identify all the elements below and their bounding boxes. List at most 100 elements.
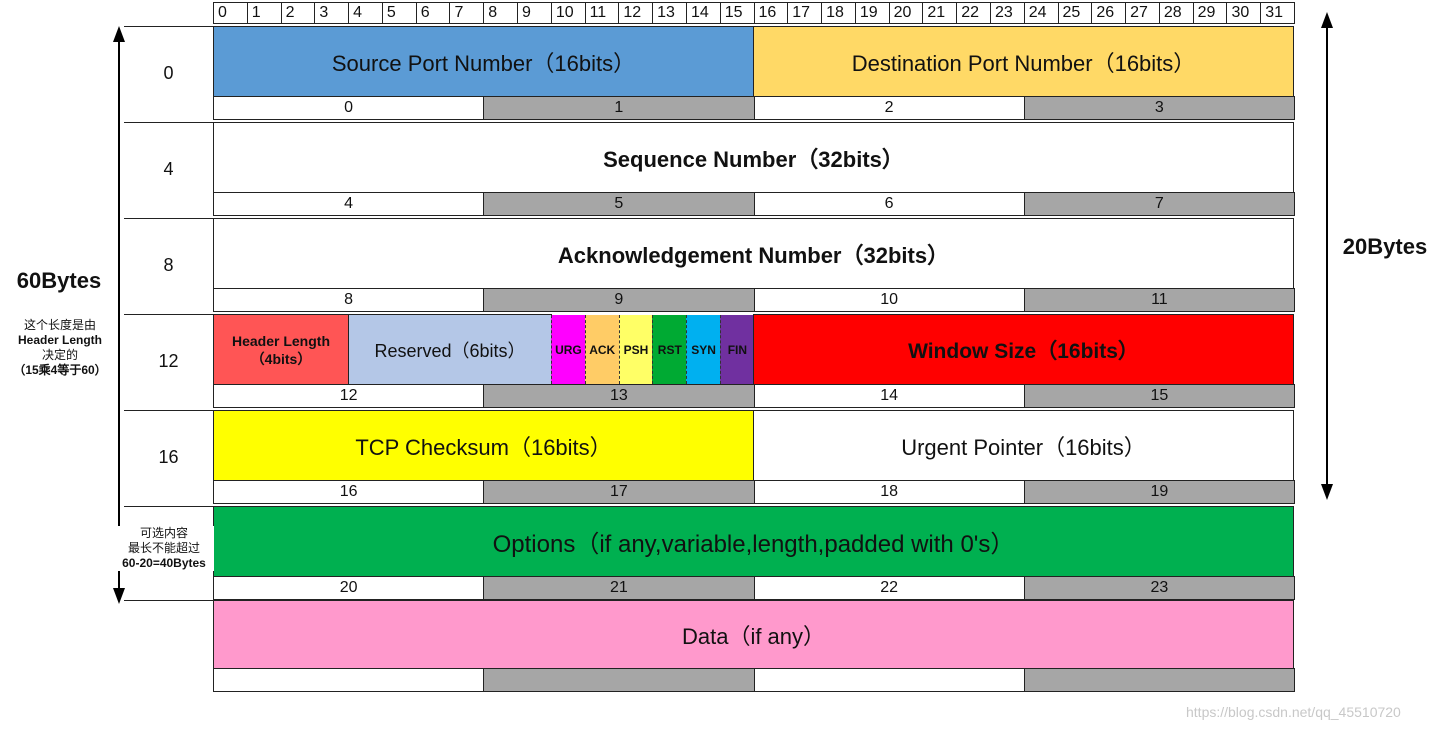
byte-index-cell [753, 668, 1025, 692]
byte-index-cell: 0 [213, 96, 485, 120]
byte-index-cell: 22 [753, 576, 1025, 600]
row-offset: 4 [163, 159, 174, 179]
byte-index-cell: 17 [483, 480, 755, 504]
byte-index-cell: 23 [1023, 576, 1295, 600]
left-title: 60Bytes [4, 266, 114, 296]
row-offset: 8 [163, 255, 174, 275]
dest-port-label: Destination Port Number（16bits） [851, 50, 1196, 76]
options-field: Options（if any,variable,length,padded wi… [213, 506, 1294, 577]
reserved-field: Reserved（6bits） [348, 314, 552, 385]
sequence-number-field: Sequence Number（32bits） [213, 122, 1294, 193]
byte-index-cell: 15 [1023, 384, 1295, 408]
bit-number: 4 [348, 2, 383, 24]
byte-index-cell: 10 [753, 288, 1025, 312]
header-length-note: 这个长度是由 Header Length 决定的 （15乘4等于60） [4, 318, 116, 378]
bit-number: 19 [854, 2, 890, 24]
byte-index-cell: 8 [213, 288, 485, 312]
header-length-bits: （4bits） [250, 350, 312, 367]
byte-index-cell: 11 [1023, 288, 1295, 312]
byte-index-cell: 14 [753, 384, 1025, 408]
options-note-line-3: 60-20=40Bytes [122, 556, 206, 570]
right-title: 20Bytes [1332, 234, 1438, 260]
data-field: Data（if any） [213, 600, 1294, 669]
options-note: 可选内容 最长不能超过 60-20=40Bytes [114, 526, 214, 571]
bit-number: 12 [618, 2, 654, 24]
bit-number: 29 [1192, 2, 1228, 24]
left-arrow [113, 26, 125, 604]
urgent-pointer-label: Urgent Pointer（16bits） [901, 434, 1146, 460]
row-divider [124, 26, 214, 27]
bit-number: 27 [1125, 2, 1160, 24]
row-offset: 0 [163, 63, 174, 83]
bit-number: 25 [1057, 2, 1093, 24]
byte-index-cell: 19 [1023, 480, 1295, 504]
bit-number: 30 [1226, 2, 1262, 24]
options-note-line-1: 可选内容 [139, 526, 188, 540]
checksum-field: TCP Checksum（16bits） [213, 410, 754, 481]
row-divider [124, 122, 214, 123]
byte-index-cell: 20 [213, 576, 485, 600]
byte-index-cell: 4 [213, 192, 485, 216]
flag-fin: FIN [720, 315, 754, 384]
options-label: Options（if any,variable,length,padded wi… [492, 531, 1015, 558]
urgent-pointer-field: Urgent Pointer（16bits） [753, 410, 1294, 481]
ack-number-field: Acknowledgement Number（32bits） [213, 218, 1294, 289]
byte-index-cell [1023, 668, 1295, 692]
ack-number-label: Acknowledgement Number（32bits） [557, 242, 950, 268]
bit-number: 5 [381, 2, 417, 24]
row-offset: 16 [158, 447, 179, 467]
bit-number: 10 [550, 2, 586, 24]
bit-number: 23 [989, 2, 1025, 24]
byte-index-cell: 7 [1023, 192, 1295, 216]
flag-syn: SYN [686, 315, 720, 384]
bit-number: 11 [584, 2, 620, 24]
flag-rst: RST [652, 315, 687, 384]
flag-psh: PSH [618, 315, 653, 384]
source-port-label: Source Port Number（16bits） [331, 50, 636, 76]
row-divider [124, 314, 214, 315]
byte-index-cell: 16 [213, 480, 485, 504]
bit-number: 20 [888, 2, 924, 24]
bit-number: 6 [415, 2, 451, 24]
byte-index-cell: 1 [483, 96, 755, 120]
bit-number: 17 [787, 2, 823, 24]
dest-port-field: Destination Port Number（16bits） [753, 26, 1294, 97]
byte-index-cell: 5 [483, 192, 755, 216]
options-note-line-2: 最长不能超过 [127, 541, 200, 555]
bit-number: 18 [821, 2, 856, 24]
bit-number: 26 [1091, 2, 1127, 24]
bit-number: 22 [956, 2, 991, 24]
byte-index-cell: 12 [213, 384, 485, 408]
bit-number: 13 [652, 2, 687, 24]
right-arrow [1321, 12, 1333, 500]
byte-index-cell [483, 668, 755, 692]
byte-index-cell: 9 [483, 288, 755, 312]
bit-number: 14 [685, 2, 721, 24]
header-length-label: Header Length [231, 332, 330, 349]
source-port-field: Source Port Number（16bits） [213, 26, 754, 97]
bit-number: 24 [1023, 2, 1059, 24]
bit-number: 1 [246, 2, 282, 24]
note-line-3: 决定的 [41, 348, 78, 362]
note-line-2: Header Length [17, 333, 102, 347]
byte-index-cell: 18 [753, 480, 1025, 504]
byte-index-cell [213, 668, 485, 692]
bit-number: 8 [483, 2, 519, 24]
bit-number: 3 [314, 2, 350, 24]
byte-index-cell: 6 [753, 192, 1025, 216]
reserved-label: Reserved（6bits） [374, 340, 526, 361]
bit-number: 2 [280, 2, 316, 24]
watermark: https://blog.csdn.net/qq_45510720 [1186, 704, 1401, 720]
checksum-label: TCP Checksum（16bits） [355, 434, 612, 460]
bit-number: 16 [753, 2, 789, 24]
sequence-number-label: Sequence Number（32bits） [603, 146, 904, 172]
row-divider [124, 600, 214, 601]
byte-index-cell: 13 [483, 384, 755, 408]
window-size-field: Window Size（16bits） [753, 314, 1294, 385]
bit-number: 28 [1158, 2, 1194, 24]
byte-index-cell: 3 [1023, 96, 1295, 120]
flag-urg: URG [551, 315, 585, 384]
bit-number: 9 [517, 2, 552, 24]
window-size-label: Window Size（16bits） [908, 339, 1139, 363]
byte-index-cell: 21 [483, 576, 755, 600]
